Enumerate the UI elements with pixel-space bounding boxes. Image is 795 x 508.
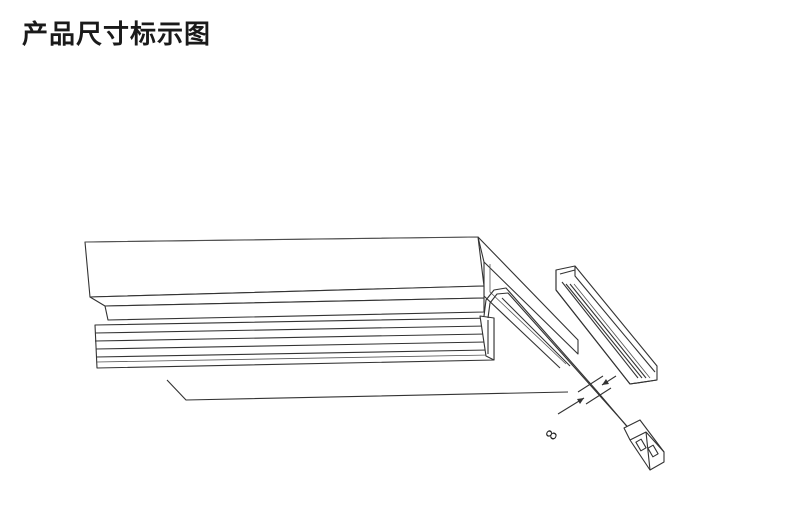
led-profile-detached [555, 265, 658, 385]
cabinet-block [84, 236, 579, 369]
dimension-marker: 8 [542, 375, 617, 443]
cable-route [483, 287, 635, 435]
mounting-board-outline [166, 297, 571, 401]
connector-plug [623, 419, 665, 471]
page-title: 产品尺寸标示图 [22, 20, 212, 50]
led-profile-mounted [94, 315, 495, 369]
dimension-label: 8 [542, 427, 561, 443]
